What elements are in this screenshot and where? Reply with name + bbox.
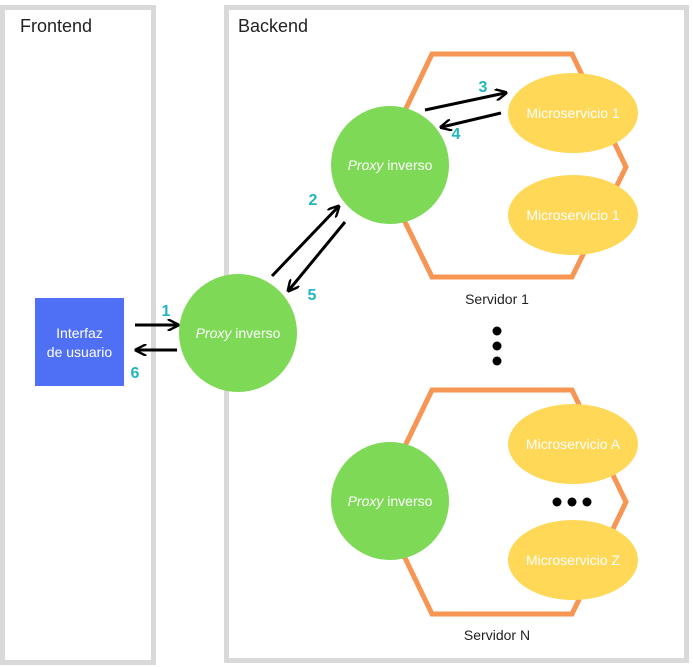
arrow-step-2	[270, 207, 338, 278]
svg-text:Microservicio 1: Microservicio 1	[526, 207, 620, 223]
more-vertical-icon	[492, 326, 502, 366]
svg-text:Microservicio A: Microservicio A	[526, 436, 621, 452]
ui-box-label-line1: Interfaz	[56, 325, 103, 341]
proxy-main: Proxy inverso	[179, 274, 297, 392]
svg-text:Proxy inverso: Proxy inverso	[348, 157, 433, 173]
proxy-server-1: Proxy inverso	[331, 106, 449, 224]
svg-text:Proxy inverso: Proxy inverso	[196, 325, 281, 341]
step-2-label: 2	[309, 192, 318, 209]
microservice-z: Microservicio Z	[508, 520, 638, 600]
step-3-label: 3	[479, 79, 488, 96]
step-1-label: 1	[162, 303, 171, 320]
step-6-label: 6	[131, 365, 140, 382]
step-4-label: 4	[452, 126, 461, 143]
proxy-server-n: Proxy inverso	[331, 442, 449, 560]
svg-text:Microservicio Z: Microservicio Z	[526, 552, 621, 568]
arrow-step-3	[424, 93, 505, 112]
arrow-step-4	[442, 111, 502, 127]
backend-title: Backend	[238, 16, 309, 36]
arrow-step-5	[289, 221, 347, 290]
step-5-label: 5	[308, 287, 317, 304]
microservice-1a: Microservicio 1	[508, 73, 638, 153]
server-1-label: Servidor 1	[465, 291, 529, 307]
microservice-1b: Microservicio 1	[508, 175, 638, 255]
ui-box-label-line2: de usuario	[47, 344, 113, 360]
server-n-label: Servidor N	[464, 627, 530, 643]
more-horizontal-icon	[552, 497, 592, 507]
microservice-a: Microservicio A	[508, 404, 638, 484]
frontend-title: Frontend	[20, 16, 93, 36]
svg-text:Microservicio 1: Microservicio 1	[526, 105, 620, 121]
ui-box: Interfaz de usuario	[35, 298, 124, 386]
svg-text:Proxy inverso: Proxy inverso	[348, 493, 433, 509]
